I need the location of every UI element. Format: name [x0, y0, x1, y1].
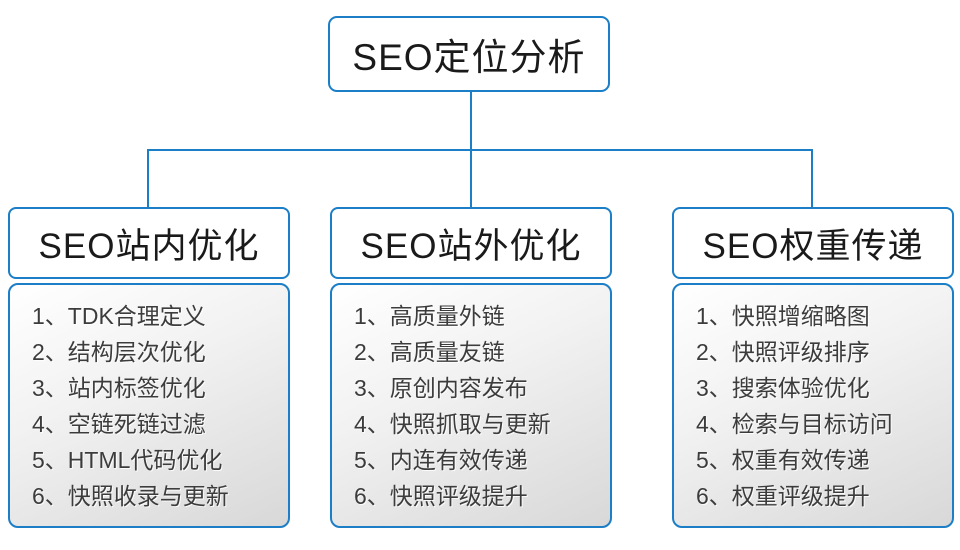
list-item: 2、快照评级排序	[696, 339, 870, 365]
list-item: 4、快照抓取与更新	[354, 411, 551, 437]
list-item: 4、空链死链过滤	[32, 411, 206, 437]
list-item: 3、搜索体验优化	[696, 375, 870, 401]
list-item: 6、快照收录与更新	[32, 483, 229, 509]
column-offsite-title: SEO站外优化	[360, 226, 582, 266]
connector-drop-weight	[811, 149, 813, 209]
list-item: 2、高质量友链	[354, 339, 505, 365]
column-offsite-list: 1、高质量外链 2、高质量友链 3、原创内容发布 4、快照抓取与更新 5、内连有…	[330, 283, 612, 528]
column-onsite-list: 1、TDK合理定义 2、结构层次优化 3、站内标签优化 4、空链死链过滤 5、H…	[8, 283, 290, 528]
connector-horizontal	[147, 149, 813, 151]
list-item: 5、权重有效传递	[696, 447, 870, 473]
list-item: 1、高质量外链	[354, 303, 505, 329]
connector-root-vertical	[470, 92, 472, 151]
column-offsite-header: SEO站外优化	[330, 207, 612, 279]
column-weight-transfer: SEO权重传递 1、快照增缩略图 2、快照评级排序 3、搜索体验优化 4、检索与…	[672, 207, 954, 528]
column-onsite-optimization: SEO站内优化 1、TDK合理定义 2、结构层次优化 3、站内标签优化 4、空链…	[8, 207, 290, 528]
list-item: 1、TDK合理定义	[32, 303, 206, 329]
list-item: 6、权重评级提升	[696, 483, 870, 509]
root-node-title: SEO定位分析	[352, 37, 586, 78]
column-offsite-optimization: SEO站外优化 1、高质量外链 2、高质量友链 3、原创内容发布 4、快照抓取与…	[330, 207, 612, 528]
column-onsite-header: SEO站内优化	[8, 207, 290, 279]
list-item: 4、检索与目标访问	[696, 411, 893, 437]
list-item: 2、结构层次优化	[32, 339, 206, 365]
list-item: 6、快照评级提升	[354, 483, 528, 509]
connector-drop-onsite	[147, 149, 149, 209]
list-item: 5、内连有效传递	[354, 447, 528, 473]
column-weight-title: SEO权重传递	[702, 226, 924, 266]
connector-drop-offsite	[470, 149, 472, 209]
root-node-seo-positioning: SEO定位分析	[328, 16, 610, 92]
column-onsite-title: SEO站内优化	[38, 226, 260, 266]
list-item: 5、HTML代码优化	[32, 447, 223, 473]
column-weight-list: 1、快照增缩略图 2、快照评级排序 3、搜索体验优化 4、检索与目标访问 5、权…	[672, 283, 954, 528]
list-item: 3、原创内容发布	[354, 375, 528, 401]
list-item: 1、快照增缩略图	[696, 303, 870, 329]
column-weight-header: SEO权重传递	[672, 207, 954, 279]
list-item: 3、站内标签优化	[32, 375, 206, 401]
